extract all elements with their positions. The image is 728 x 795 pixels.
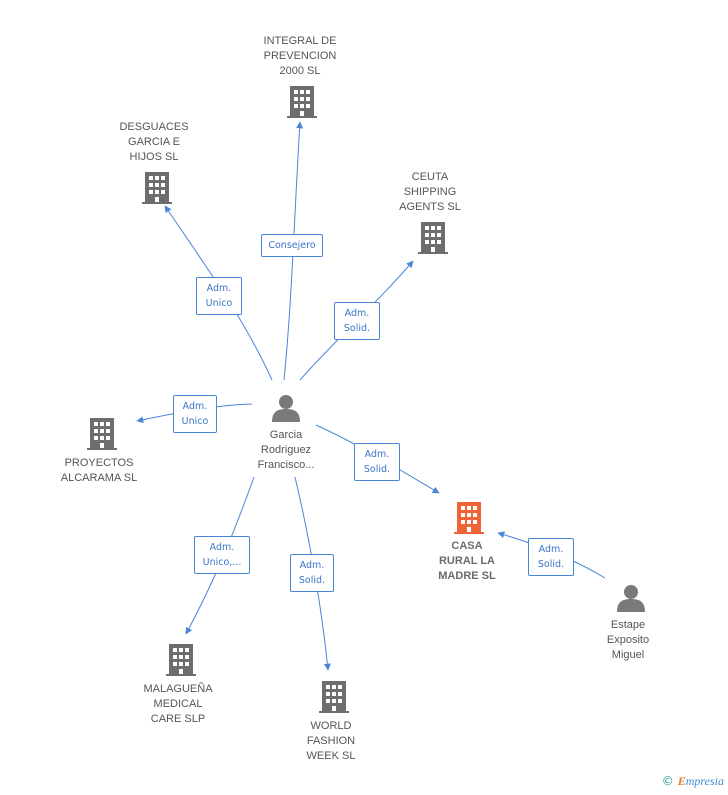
node-label-integral[interactable]: INTEGRAL DE PREVENCION 2000 SL — [263, 35, 337, 77]
copyright-icon: © — [661, 774, 674, 788]
building-icon[interactable] — [319, 681, 349, 713]
node-label-estape[interactable]: Estape Exposito Miguel — [606, 619, 650, 661]
node-label-casa[interactable]: CASA RURAL LA MADRE SL — [438, 540, 496, 582]
building-icon[interactable] — [142, 172, 172, 204]
building-icon-highlight[interactable] — [454, 502, 484, 534]
node-label-ceuta[interactable]: CEUTA SHIPPING AGENTS SL — [399, 171, 461, 213]
node-label-garcia[interactable]: Garcia Rodriguez Francisco... — [257, 429, 315, 471]
relation-label-adm-solid-ceuta: Adm. Solid. — [334, 302, 380, 340]
edge-consejero — [283, 121, 304, 381]
relation-label-consejero: Consejero — [261, 234, 323, 257]
node-label-desguaces[interactable]: DESGUACES GARCIA E HIJOS SL — [119, 121, 189, 163]
building-icon[interactable] — [166, 644, 196, 676]
relation-label-adm-unico-malaguena: Adm. Unico,... — [194, 536, 250, 574]
relation-label-adm-unico-desguaces: Adm. Unico — [196, 277, 242, 315]
building-icon[interactable] — [418, 222, 448, 254]
relation-label-adm-solid-estape: Adm. Solid. — [528, 538, 574, 576]
building-icon[interactable] — [287, 86, 317, 118]
brand-name: mpresia — [685, 774, 724, 788]
node-label-world[interactable]: WORLD FASHION WEEK SL — [306, 720, 356, 762]
node-label-malaguena[interactable]: MALAGUEÑA MEDICAL CARE SLP — [143, 683, 213, 725]
building-icon[interactable] — [87, 418, 117, 450]
person-icon[interactable] — [272, 395, 300, 422]
relation-label-adm-unico-proyectos: Adm. Unico — [173, 395, 217, 433]
brand-initial: E — [677, 774, 686, 788]
node-label-proyectos[interactable]: PROYECTOS ALCARAMA SL — [60, 457, 138, 484]
person-icon[interactable] — [617, 585, 645, 612]
relation-label-adm-solid-world: Adm. Solid. — [290, 554, 334, 592]
brand-footer[interactable]: ©Empresia — [662, 774, 724, 789]
relation-label-adm-solid-casa: Adm. Solid. — [354, 443, 400, 481]
